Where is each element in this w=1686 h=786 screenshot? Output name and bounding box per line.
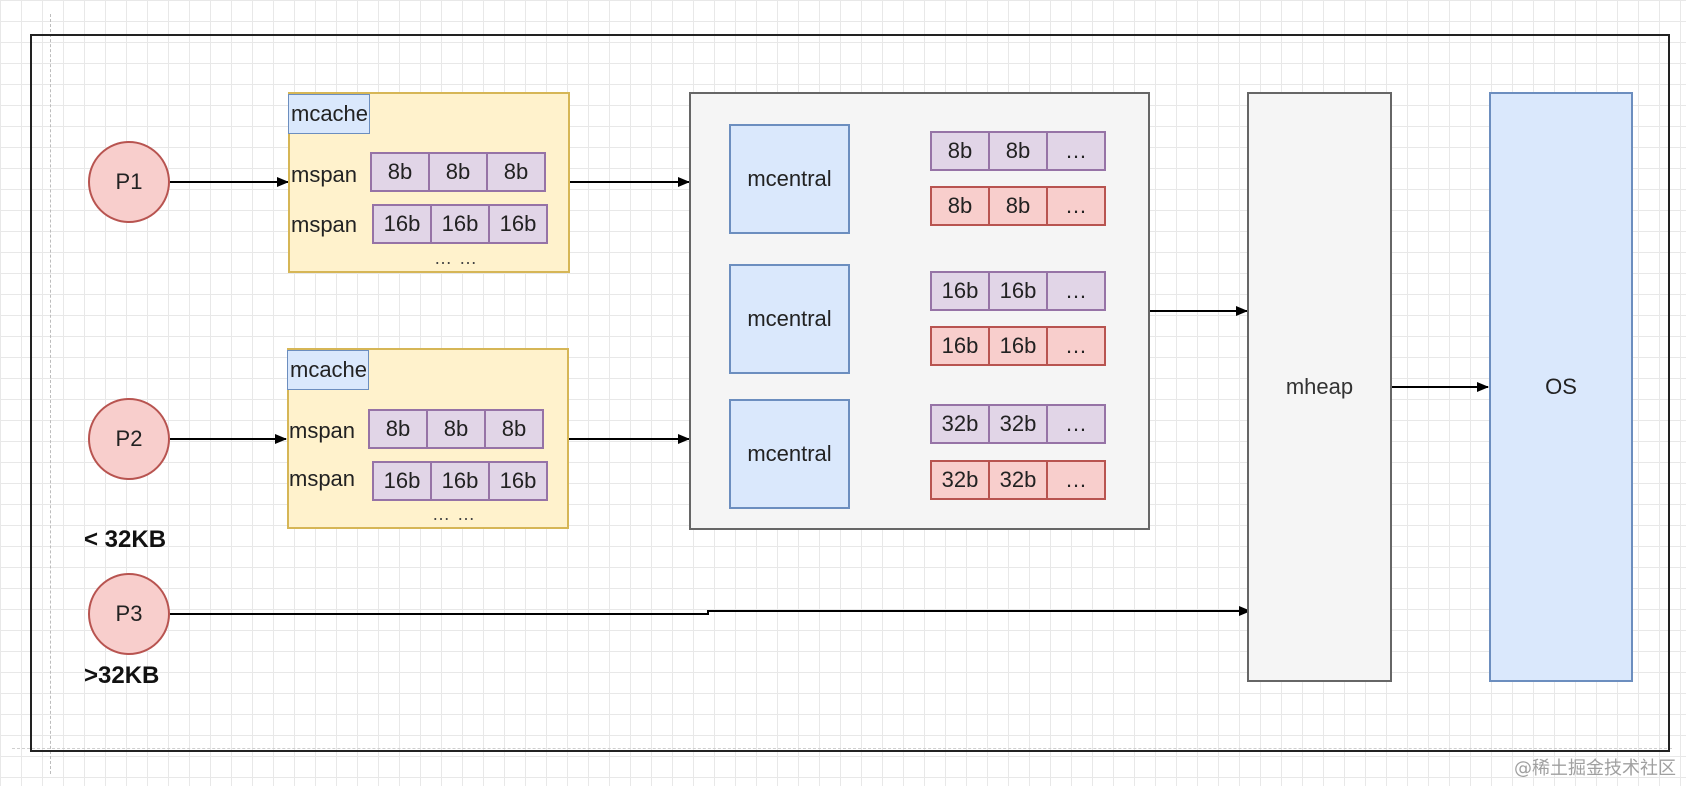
span-cell: … bbox=[1046, 326, 1106, 366]
mcache-1-title: mcache bbox=[288, 94, 370, 134]
span-cell: 16b bbox=[430, 461, 490, 501]
os-box: OS bbox=[1489, 92, 1633, 682]
span-cell: 16b bbox=[372, 461, 432, 501]
span-cell: 16b bbox=[488, 204, 548, 244]
processor-p1-label: P1 bbox=[115, 169, 143, 194]
os-label: OS bbox=[1545, 374, 1577, 399]
span-cell: 16b bbox=[988, 271, 1048, 311]
large-size-label: >32KB bbox=[84, 662, 160, 689]
mcentral-3-label: mcentral bbox=[747, 441, 832, 466]
span-cell: … bbox=[1046, 131, 1106, 171]
mcentral-2-label: mcentral bbox=[747, 306, 832, 331]
diagram-frame bbox=[30, 34, 1670, 752]
span-cell: 8b bbox=[486, 152, 546, 192]
span-cell: 32b bbox=[988, 404, 1048, 444]
span-cell: 8b bbox=[484, 409, 544, 449]
span-cell: 8b bbox=[930, 131, 990, 171]
processor-p3: P3 bbox=[88, 573, 170, 655]
mcentral-1-list-1: 8b 8b … bbox=[930, 131, 1106, 171]
mcache-1-span-1: 8b 8b 8b bbox=[370, 152, 546, 192]
span-cell: 16b bbox=[930, 326, 990, 366]
mcache-2-span-2-label: mspan bbox=[289, 466, 356, 491]
span-cell: 32b bbox=[930, 460, 990, 500]
span-cell: … bbox=[1046, 460, 1106, 500]
span-cell: 8b bbox=[988, 186, 1048, 226]
processor-p2: P2 bbox=[88, 398, 170, 480]
mcentral-2: mcentral bbox=[729, 264, 850, 374]
span-cell: 8b bbox=[370, 152, 430, 192]
mcentral-1: mcentral bbox=[729, 124, 850, 234]
span-cell: 8b bbox=[930, 186, 990, 226]
span-cell: 16b bbox=[930, 271, 990, 311]
mcentral-2-list-2: 16b 16b … bbox=[930, 326, 1106, 366]
span-cell: … bbox=[1046, 271, 1106, 311]
mheap-box: mheap bbox=[1247, 92, 1392, 682]
mheap-label: mheap bbox=[1285, 374, 1354, 399]
mcentral-3: mcentral bbox=[729, 399, 850, 509]
processor-p1: P1 bbox=[88, 141, 170, 223]
mcentral-3-list-1: 32b 32b … bbox=[930, 404, 1106, 444]
mcentral-3-list-2: 32b 32b … bbox=[930, 460, 1106, 500]
mcache-2-span-2: 16b 16b 16b bbox=[372, 461, 548, 501]
edge-p3-mheap bbox=[170, 606, 1251, 616]
mcache-1-span-2: 16b 16b 16b bbox=[372, 204, 548, 244]
mcache-1-ellipsis: … … bbox=[434, 248, 479, 268]
span-cell: 8b bbox=[426, 409, 486, 449]
span-cell: 8b bbox=[428, 152, 488, 192]
mcentral-1-label: mcentral bbox=[747, 166, 832, 191]
mcache-2-span-1: 8b 8b 8b bbox=[368, 409, 544, 449]
mcache-1-span-2-label: mspan bbox=[291, 212, 358, 237]
span-cell: 8b bbox=[988, 131, 1048, 171]
processor-p3-label: P3 bbox=[115, 601, 143, 626]
span-cell: 16b bbox=[488, 461, 548, 501]
page-guide-vertical bbox=[50, 14, 51, 774]
span-cell: … bbox=[1046, 186, 1106, 226]
span-cell: 32b bbox=[988, 460, 1048, 500]
page-guide-horizontal bbox=[12, 748, 1672, 749]
span-cell: … bbox=[1046, 404, 1106, 444]
processor-p2-label: P2 bbox=[115, 426, 143, 451]
small-size-label: < 32KB bbox=[84, 526, 167, 553]
span-cell: 16b bbox=[988, 326, 1048, 366]
mcentral-2-list-1: 16b 16b … bbox=[930, 271, 1106, 311]
mcache-2-ellipsis: … … bbox=[432, 504, 477, 524]
span-cell: 8b bbox=[368, 409, 428, 449]
watermark: @稀土掘金技术社区 bbox=[1514, 758, 1676, 779]
mcache-2-title: mcache bbox=[287, 350, 369, 390]
span-cell: 16b bbox=[430, 204, 490, 244]
mcache-1-span-1-label: mspan bbox=[291, 162, 358, 187]
span-cell: 16b bbox=[372, 204, 432, 244]
mcentral-1-list-2: 8b 8b … bbox=[930, 186, 1106, 226]
span-cell: 32b bbox=[930, 404, 990, 444]
mcache-2-span-1-label: mspan bbox=[289, 418, 356, 443]
